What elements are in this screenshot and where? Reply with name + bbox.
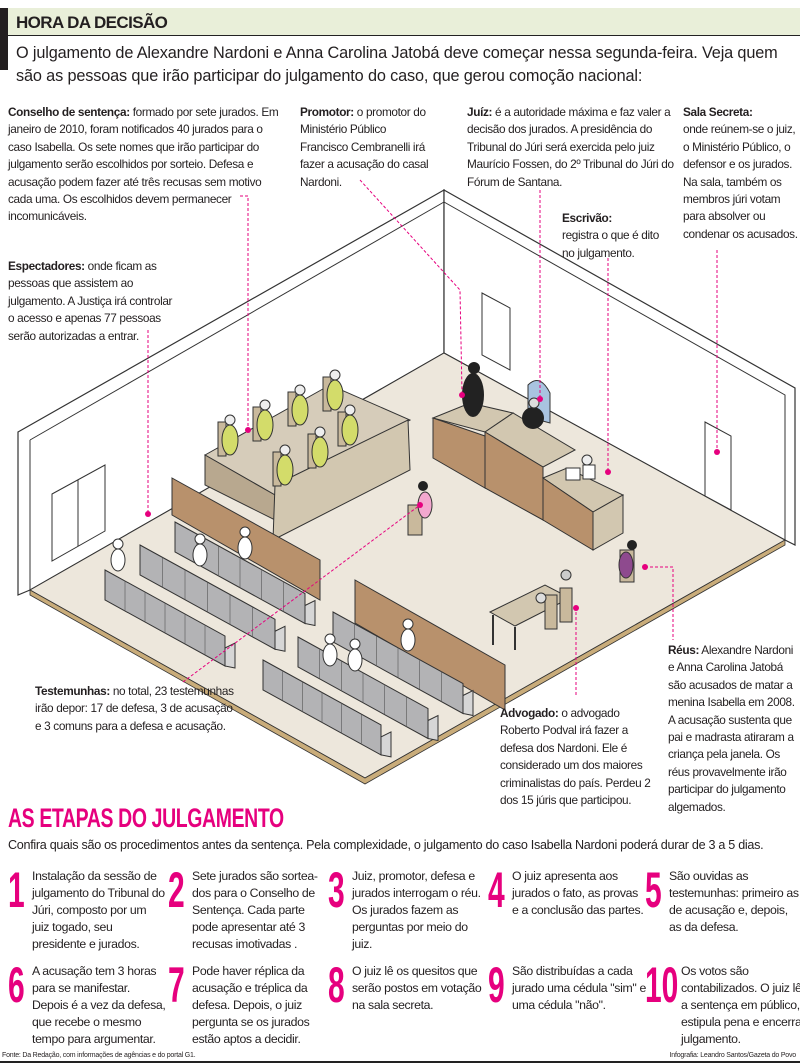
step-number: 9 xyxy=(488,957,505,1013)
bench xyxy=(332,611,474,717)
secret-room-door-icon xyxy=(704,421,732,511)
step-text: Pode haver réplica da acusação e tréplic… xyxy=(192,964,310,1046)
step-number: 8 xyxy=(328,957,345,1013)
step-text: São distribuídas a cada jurado uma cédul… xyxy=(512,964,646,1012)
step-number: 5 xyxy=(645,862,662,918)
spectator-rail-right xyxy=(354,579,506,711)
leader-lines xyxy=(147,179,718,695)
step-text: Juiz, promotor, defesa e jurados interro… xyxy=(352,869,481,951)
bench xyxy=(104,569,236,669)
jurors xyxy=(217,369,359,487)
spectator-figure xyxy=(237,526,253,560)
annotation-escrivao: Escrivão: registra o que é dito no julga… xyxy=(562,211,659,260)
juror-figure xyxy=(287,384,309,427)
spectator-figure xyxy=(400,618,416,652)
section-subtitle: Confira quais são os procedimentos antes… xyxy=(8,838,764,852)
defendant-chair xyxy=(618,540,637,583)
step-text: Sete jurados são sortea-dos para o Conse… xyxy=(192,869,318,951)
back-door-icon xyxy=(481,292,511,371)
step-number: 6 xyxy=(8,957,25,1013)
source-note: Fonte: Da Redação, com informações de ag… xyxy=(2,1052,196,1059)
step-number: 1 xyxy=(8,862,25,918)
spectator-figure xyxy=(110,538,126,572)
judge-bench xyxy=(431,362,625,551)
step-number: 4 xyxy=(488,862,505,918)
annotation-reus: Réus: Alexandre Nardoni e Anna Carolina … xyxy=(668,643,795,814)
section-title: AS ETAPAS DO JULGAMENTO xyxy=(8,803,284,833)
annotation-promotor: Promotor: o promotor do Ministério Públi… xyxy=(300,105,429,189)
juror-figure xyxy=(252,399,274,442)
page-title: HORA DA DECISÃO xyxy=(16,13,168,32)
defense-table xyxy=(488,569,573,650)
step-text: Os votos são contabilizados. O juiz lê a… xyxy=(681,964,800,1046)
courtroom-illustration xyxy=(17,179,796,785)
step-text: A acusação tem 3 horas para se manifesta… xyxy=(32,964,166,1046)
spectator-figure xyxy=(322,633,338,667)
juror-figure xyxy=(272,444,294,487)
step-text: O juiz lê os quesitos que serão postos e… xyxy=(352,964,482,1012)
step-number: 2 xyxy=(168,862,185,918)
footer-rule xyxy=(0,1061,800,1063)
step-text: São ouvidas as testemunhas: primeiro as … xyxy=(669,869,799,934)
annotation-sala-secreta: Sala Secreta: onde reúnem-se o juiz, o M… xyxy=(683,105,798,241)
spectator-benches xyxy=(104,521,474,758)
header-bar xyxy=(0,8,800,36)
bench xyxy=(262,659,392,758)
intro-text: O julgamento de Alexandre Nardoni e Anna… xyxy=(16,44,778,85)
marker-dots xyxy=(145,392,720,611)
step-number: 10 xyxy=(645,957,679,1013)
bench xyxy=(174,521,316,627)
credit-note: Infografia: Leandro Santos/Gazeta do Pov… xyxy=(669,1052,797,1059)
annotation-espectadores: Espectadores: onde ficam as pessoas que … xyxy=(8,259,173,343)
annotation-juiz: Juíz: é a autoridade máxima e faz valer … xyxy=(467,105,674,189)
header-accent-bar xyxy=(0,8,8,70)
step-text: Instalação da sessão de julgamento do Tr… xyxy=(32,869,165,951)
step-number: 7 xyxy=(168,957,185,1013)
spectator-figure xyxy=(347,638,363,672)
step-text: O juiz apresenta aos jurados o fato, as … xyxy=(512,869,644,917)
juror-figure xyxy=(322,369,344,412)
bench xyxy=(139,544,286,652)
juror-figure xyxy=(307,426,329,469)
annotation-advogado: Advogado: o advogado Roberto Podval irá … xyxy=(500,706,651,808)
step-number: 3 xyxy=(328,862,345,918)
annotation-testemunhas: Testemunhas: no total, 23 testemunhas ir… xyxy=(35,684,234,733)
spectator-figure xyxy=(192,533,208,567)
juror-figure xyxy=(337,404,359,447)
annotation-conselho: Conselho de sentença: formado por sete j… xyxy=(8,105,279,224)
witness-chair xyxy=(407,481,433,536)
juror-figure xyxy=(217,414,239,457)
